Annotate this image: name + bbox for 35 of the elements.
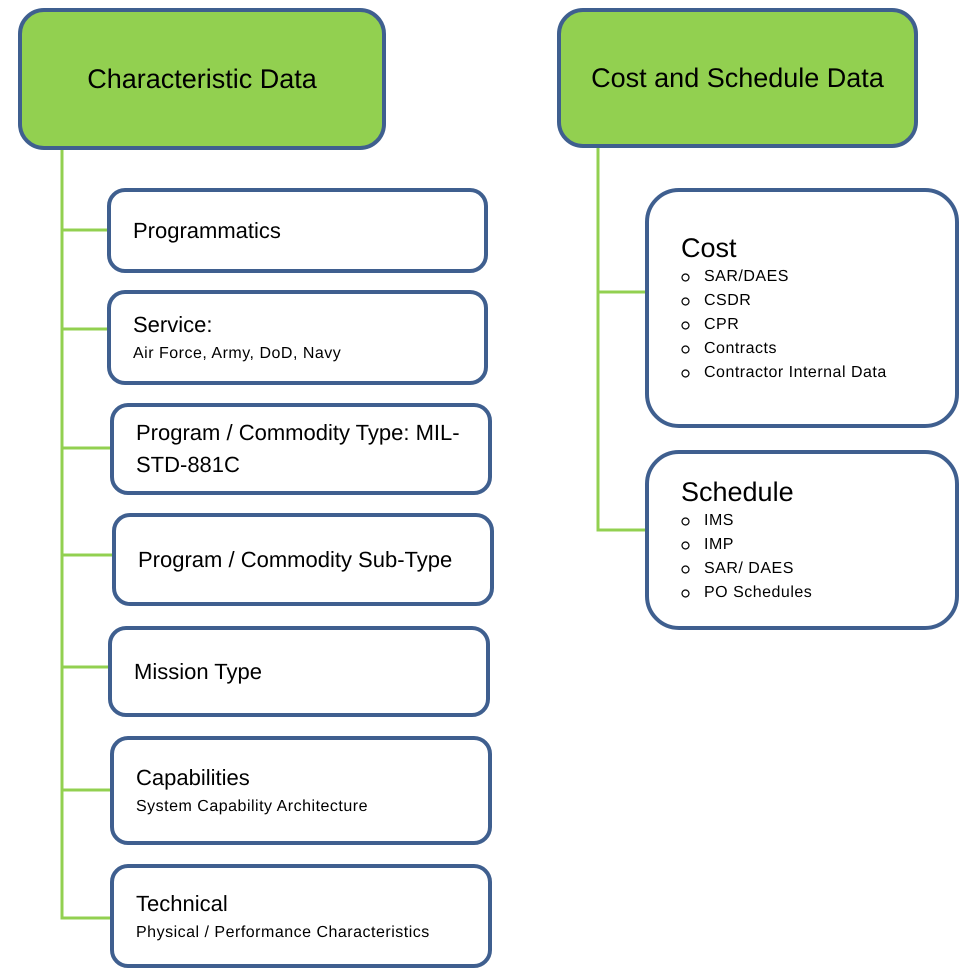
box-description: System Capability Architecture <box>136 797 369 817</box>
list-item: SAR/ DAES <box>704 559 794 579</box>
attribute-box <box>107 188 488 273</box>
connector-line <box>596 148 645 532</box>
box-heading: Cost <box>681 232 738 265</box>
attribute-box <box>112 513 494 606</box>
list-item: PO Schedules <box>704 583 812 603</box>
attribute-box <box>110 403 492 495</box>
box-description: Air Force, Army, DoD, Navy <box>133 344 342 364</box>
list-item: Contractor Internal Data <box>704 363 887 383</box>
box-heading: Mission Type <box>134 658 263 686</box>
list-item: SAR/DAES <box>704 267 789 287</box>
category-box <box>18 8 386 150</box>
box-heading: Technical <box>136 890 229 918</box>
list-item: IMP <box>704 535 734 555</box>
category-title: Cost and Schedule Data <box>591 62 884 95</box>
category-box <box>557 8 918 148</box>
attribute-box <box>107 290 488 385</box>
box-heading: Service: <box>133 311 214 339</box>
box-heading: Program / Commodity Type: MIL-STD-881C <box>136 419 461 479</box>
data-source-box <box>645 188 959 428</box>
list-item: CSDR <box>704 291 752 311</box>
category-title: Characteristic Data <box>87 63 317 96</box>
data-source-box <box>645 450 959 630</box>
box-heading: Programmatics <box>133 216 282 245</box>
list-item: Contracts <box>704 339 777 359</box>
box-heading: Capabilities <box>136 764 251 792</box>
attribute-box <box>108 626 490 717</box>
list-item: CPR <box>704 315 740 335</box>
list-item: IMS <box>704 511 734 531</box>
attribute-box <box>110 736 492 845</box>
box-heading: Schedule <box>681 476 795 509</box>
box-heading: Program / Commodity Sub-Type <box>138 546 454 574</box>
box-description: Physical / Performance Characteristics <box>136 922 431 942</box>
attribute-box <box>110 864 492 968</box>
